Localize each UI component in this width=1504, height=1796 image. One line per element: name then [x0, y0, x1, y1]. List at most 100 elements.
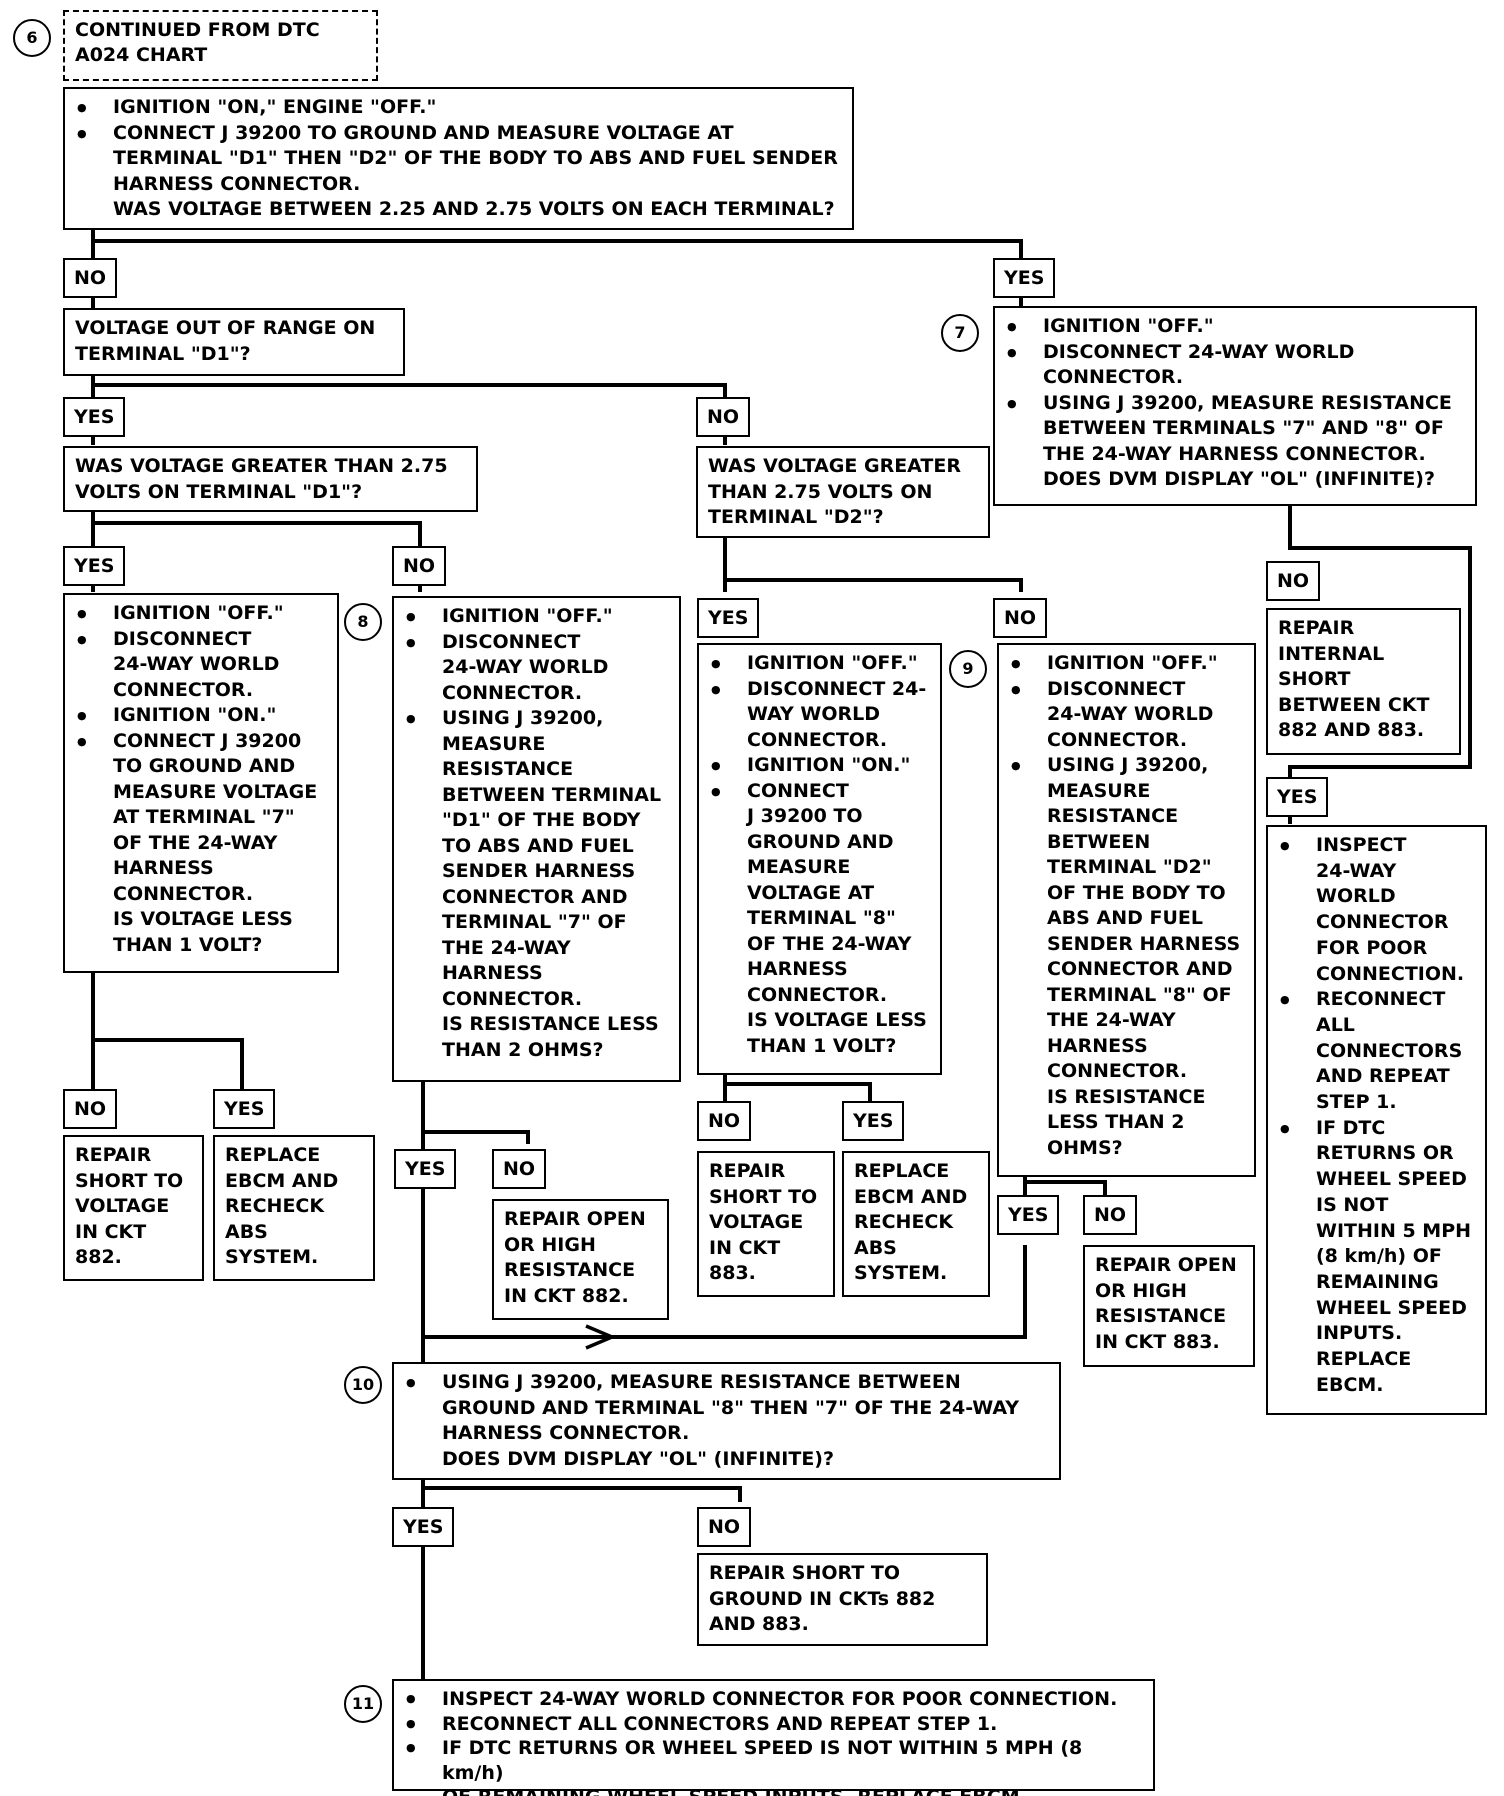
repair-internal-short-box: REPAIR INTERNAL SHORT BETWEEN CKT 882 AN… [1266, 608, 1461, 755]
step-line: WHEEL SPEED [1316, 1296, 1467, 1319]
repair-short-voltage-882-box: REPAIR SHORT TO VOLTAGE IN CKT 882. [63, 1135, 204, 1281]
step-line: HARNESS [747, 958, 848, 980]
step-line: VOLTAGE AT [747, 881, 875, 904]
step-number-10: 10 [344, 1366, 382, 1404]
result-line: OR HIGH [1095, 1279, 1187, 1302]
result-line: SHORT TO [709, 1185, 818, 1208]
result-line: VOLTAGE [75, 1195, 170, 1217]
result-line: AND 883. [709, 1613, 809, 1635]
repair-short-ground-box: REPAIR SHORT TO GROUND IN CKTs 882 AND 8… [697, 1553, 988, 1646]
result-line: ABS [225, 1220, 268, 1243]
continued-line: CONTINUED FROM DTC [75, 19, 320, 41]
step-line: HARNESS [442, 962, 543, 984]
result-line: EBCM AND [854, 1185, 968, 1208]
step-number-6: 6 [13, 19, 51, 57]
step-line: MEASURE VOLTAGE [113, 780, 318, 803]
result-line: VOLTAGE [709, 1211, 804, 1233]
step-line: DISCONNECT [404, 630, 669, 656]
step-line: 24-WAY WORLD [442, 656, 609, 678]
step-line: GROUND AND [747, 830, 894, 853]
result-line: ABS [854, 1236, 897, 1259]
step-line: SENDER HARNESS [1047, 932, 1241, 955]
step-line: LESS THAN 2 [1047, 1111, 1185, 1133]
step-line: DOES DVM DISPLAY "OL" (INFINITE)? [1043, 468, 1436, 490]
result-line: 882. [75, 1246, 122, 1268]
step-line: THE 24-WAY [1047, 1009, 1176, 1031]
step-line: CONNECTOR. [442, 987, 583, 1010]
result-line: INTERNAL [1278, 642, 1385, 665]
result-line: SHORT TO [75, 1169, 184, 1192]
step-line: RECONNECT [1278, 987, 1475, 1013]
result-line: IN CKT [709, 1236, 781, 1259]
step-line: RESISTANCE [1047, 805, 1179, 827]
step-line: CONNECTOR. [1047, 728, 1188, 751]
step-line: AND REPEAT [1316, 1065, 1450, 1088]
answer-no-label: NO [697, 1507, 752, 1547]
answer-no-label: NO [696, 397, 751, 437]
step-line: INPUTS. [1316, 1322, 1403, 1345]
step-line: ABS AND FUEL [1047, 907, 1203, 929]
step-line: USING J 39200, [404, 706, 669, 732]
step-line: REMAINING [1316, 1270, 1439, 1293]
answer-yes-label: YES [1266, 777, 1329, 817]
repair-open-883-box: REPAIR OPEN OR HIGH RESISTANCE IN CKT 88… [1083, 1245, 1255, 1367]
step-line: IF DTC RETURNS OR WHEEL SPEED IS NOT WIT… [404, 1736, 1143, 1785]
step-line: J 39200 TO [747, 805, 863, 827]
step-number-8: 8 [344, 603, 382, 641]
result-line: SYSTEM. [225, 1246, 319, 1268]
step-line: OHMS? [1047, 1136, 1123, 1159]
result-line: REPAIR [75, 1144, 152, 1166]
step-line: THE 24-WAY [442, 936, 571, 959]
answer-no-label: NO [63, 258, 118, 298]
step-line: TO ABS AND FUEL [442, 834, 634, 857]
inspect-connector-box: INSPECT 24-WAY WORLD CONNECTOR FOR POOR … [1266, 825, 1487, 1415]
step-line: WHEEL SPEED [1316, 1168, 1467, 1191]
step-line: DISCONNECT [75, 627, 327, 653]
step-line: CONNECTOR. [1043, 366, 1184, 388]
step-8-box: IGNITION "OFF." DISCONNECT 24-WAY WORLD … [392, 596, 681, 1082]
step-line: MEASURE [1047, 779, 1151, 802]
step-10-box: USING J 39200, MEASURE RESISTANCE BETWEE… [392, 1362, 1061, 1480]
result-line: EBCM AND [225, 1169, 339, 1192]
question-line: TERMINAL "D1"? [75, 342, 251, 365]
step-line: CONNECTOR [1316, 911, 1449, 934]
question-line: VOLTAGE OUT OF RANGE ON [75, 317, 376, 339]
repair-open-882-box: REPAIR OPEN OR HIGH RESISTANCE IN CKT 88… [492, 1199, 669, 1320]
result-line: REPAIR OPEN [1095, 1254, 1237, 1276]
answer-no-label: NO [697, 1101, 752, 1141]
step-line: CONNECTOR. [1047, 1060, 1188, 1082]
step-line: CONNECTOR. [747, 728, 888, 751]
step-number-11: 11 [344, 1685, 382, 1723]
result-line: RESISTANCE [504, 1259, 636, 1281]
result-line: OR HIGH [504, 1233, 596, 1256]
step-line: SENDER HARNESS [442, 860, 636, 882]
step-line: TERMINAL "8" [747, 907, 896, 929]
result-line: REPAIR SHORT TO [709, 1562, 901, 1584]
answer-no-label: NO [1083, 1195, 1138, 1235]
step-line: MEASURE [747, 856, 851, 878]
step-line: DISCONNECT [1009, 677, 1244, 703]
step-line: HARNESS CONNECTOR. [113, 172, 361, 195]
repair-short-voltage-883-box: REPAIR SHORT TO VOLTAGE IN CKT 883. [697, 1151, 835, 1297]
result-line: 882 AND 883. [1278, 719, 1425, 741]
step-line: CONNECTION. [1316, 962, 1465, 985]
answer-yes-label: YES [392, 1507, 455, 1547]
step-line: IGNITION "OFF." [1009, 651, 1244, 677]
step-line: GROUND AND TERMINAL "8" THEN "7" OF THE … [442, 1396, 1020, 1419]
replace-ebcm-box-2: REPLACE EBCM AND RECHECK ABS SYSTEM. [842, 1151, 990, 1297]
step-line: BETWEEN TERMINALS "7" AND "8" OF [1043, 417, 1444, 439]
step-line: IGNITION "ON." [709, 753, 930, 779]
continued-from-box: CONTINUED FROM DTC A024 CHART [63, 10, 378, 81]
step-line: IS VOLTAGE LESS [113, 908, 293, 930]
result-line: REPAIR [709, 1160, 786, 1182]
question-line: THAN 2.75 VOLTS ON [708, 480, 933, 503]
answer-yes-label: YES [63, 397, 126, 437]
step-line: IGNITION "OFF." [75, 601, 327, 627]
result-line: IN CKT 882. [504, 1284, 629, 1307]
answer-no-label: NO [492, 1149, 547, 1189]
question-line: WAS VOLTAGE GREATER THAN 2.75 [75, 455, 448, 477]
step-line: THAN 2 OHMS? [442, 1038, 604, 1061]
answer-yes-label: YES [63, 546, 126, 586]
question-d1-out-of-range: VOLTAGE OUT OF RANGE ON TERMINAL "D1"? [63, 308, 405, 376]
